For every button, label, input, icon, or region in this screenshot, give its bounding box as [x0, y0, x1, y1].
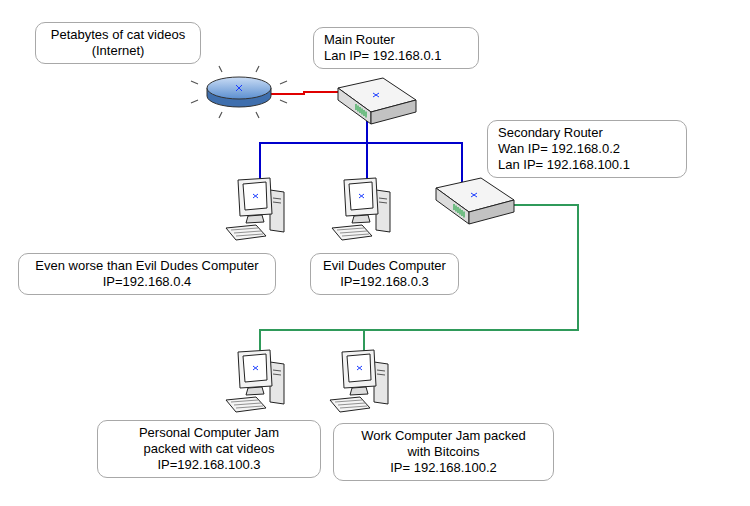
label-box: Main RouterLan IP= 192.168.0.1 [313, 27, 479, 69]
router-icon [436, 178, 514, 224]
label-box: Evil Dudes ComputerIP=192.168.0.3 [310, 253, 459, 295]
label-text: Petabytes of cat videos [46, 27, 190, 43]
label-text: Work Computer Jam packed with Bitcoins [355, 428, 533, 460]
network-cable [271, 92, 340, 94]
label-box: Even worse than Evil Dudes ComputerIP=19… [18, 253, 276, 295]
network-cable [260, 121, 367, 180]
computer-icon [226, 350, 284, 412]
label-text: Lan IP= 192.168.0.1 [324, 48, 468, 64]
computer-icon [226, 178, 284, 240]
label-text: Wan IP= 192.168.0.2 [498, 141, 676, 157]
label-text: Main Router [324, 32, 468, 48]
label-box: Work Computer Jam packed with BitcoinsIP… [333, 423, 554, 481]
label-text: Evil Dudes Computer [321, 258, 448, 274]
computer-icon [332, 178, 390, 240]
label-text: Secondary Router [498, 125, 676, 141]
label-text: IP=192.168.0.3 [321, 274, 448, 290]
label-box: Personal Computer Jam packed with cat vi… [97, 420, 321, 478]
label-text: Even worse than Evil Dudes Computer [29, 258, 265, 274]
label-text: Personal Computer Jam packed with cat vi… [124, 425, 294, 457]
label-text: IP= 192.168.100.2 [355, 460, 533, 476]
label-text: Lan IP= 192.168.100.1 [498, 157, 676, 173]
label-text: IP=192.168.0.4 [29, 274, 265, 290]
label-box: Petabytes of cat videos(Internet) [35, 22, 201, 64]
internet-disc [191, 66, 287, 118]
network-cable [367, 121, 462, 182]
label-text: IP=192.168.100.3 [124, 457, 294, 473]
router-icon [338, 78, 416, 124]
label-text: (Internet) [46, 43, 190, 59]
computer-icon [330, 350, 388, 412]
network-cable [260, 205, 578, 352]
label-box: Secondary RouterWan IP= 192.168.0.2Lan I… [487, 120, 687, 178]
